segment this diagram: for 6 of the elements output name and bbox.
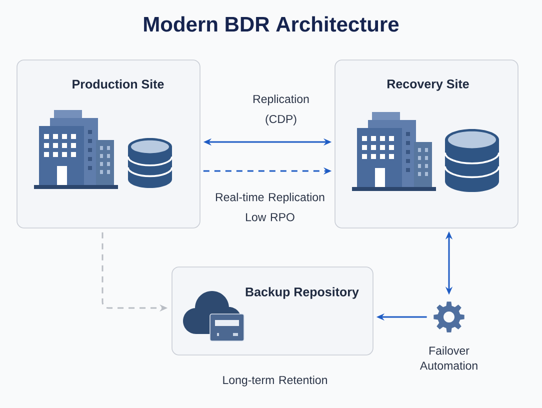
edge-label: Real-time Replication Low RPO	[216, 192, 324, 222]
edge-label: Replication (CDP)	[254, 94, 309, 126]
node-caption: Long-term Retention	[223, 376, 327, 386]
node-caption: Failover Automation	[420, 346, 478, 370]
title: Modern BDR Architecture	[144, 16, 399, 32]
gear-icon	[434, 302, 464, 332]
